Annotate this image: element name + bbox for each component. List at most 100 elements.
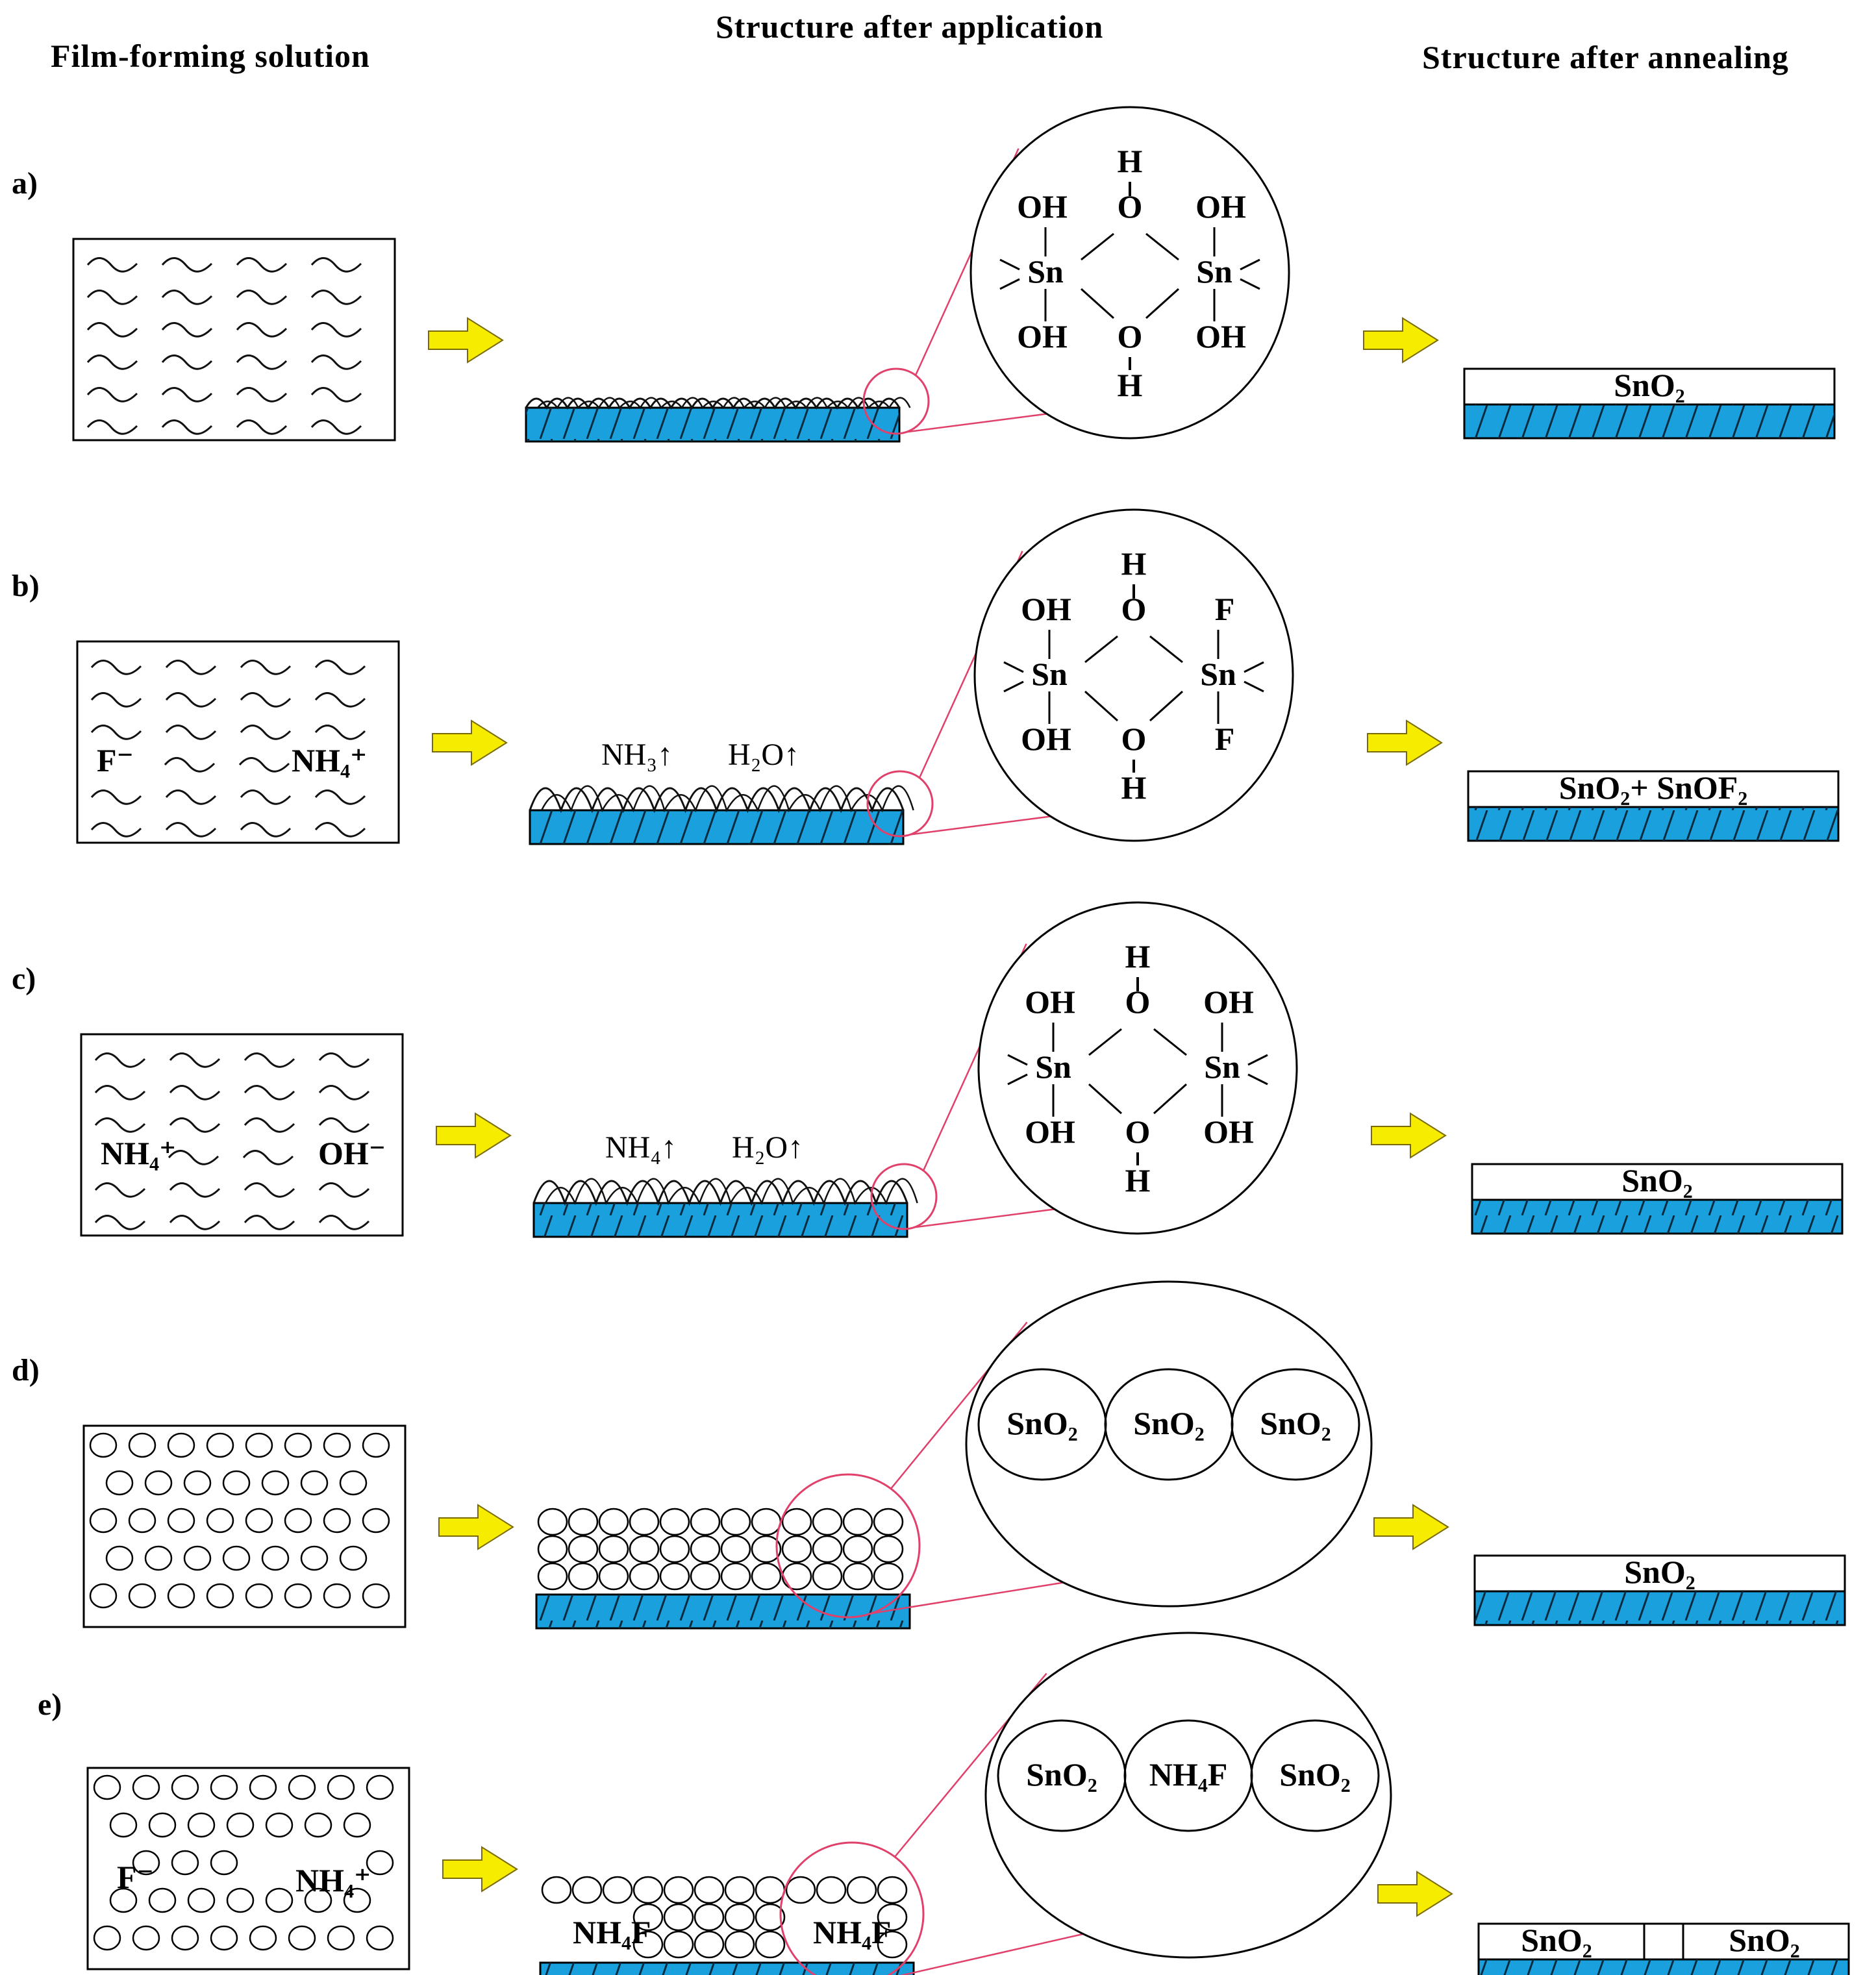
deposited-particle — [755, 1930, 786, 1959]
sol-particle — [366, 1925, 394, 1951]
zoom-ellipse — [965, 1280, 1373, 1608]
solution-ion: NH₄⁺ — [101, 1135, 176, 1171]
gas-release-label: NH₃↑ — [601, 738, 673, 772]
sol-particle — [148, 1812, 177, 1838]
atom-h: H — [1121, 769, 1147, 806]
deposited-particle — [877, 1876, 908, 1904]
sol-particle — [300, 1545, 329, 1571]
deposited-particle — [659, 1562, 690, 1591]
atom-h: H — [1121, 545, 1147, 582]
sol-particle — [210, 1925, 238, 1951]
sol-particle — [245, 1432, 273, 1458]
substituent: OH — [1021, 591, 1071, 627]
header-structure-after-annealing: Structure after annealing — [1422, 39, 1789, 75]
deposited-particle — [629, 1508, 660, 1536]
deposited-particle — [873, 1562, 904, 1591]
solution-ion: F⁻ — [117, 1859, 154, 1895]
sol-particle — [206, 1508, 234, 1534]
sol-particle — [323, 1583, 351, 1609]
wave-line — [169, 1182, 221, 1198]
zoom-ellipse — [973, 508, 1294, 842]
substituent: OH — [1195, 318, 1246, 354]
substrate-hatch — [1464, 404, 1834, 438]
sol-particle — [366, 1850, 394, 1876]
wave-line — [94, 1215, 146, 1230]
sol-particle — [300, 1470, 329, 1496]
sol-particle — [132, 1774, 160, 1800]
sol-particle — [249, 1774, 277, 1800]
deposited-particle — [724, 1876, 755, 1904]
zoom-circle — [866, 770, 934, 838]
bond — [1145, 288, 1180, 319]
wave-line — [314, 725, 366, 740]
annealed-film — [1473, 1554, 1846, 1593]
zoom-particle — [1250, 1719, 1380, 1832]
deposited-particle — [781, 1562, 812, 1591]
sol-particle — [362, 1583, 390, 1609]
deposited-particle — [537, 1562, 568, 1591]
zoom-line — [905, 412, 1051, 433]
sol-particle — [167, 1432, 195, 1458]
wave-line — [236, 354, 288, 370]
deposited-particle — [690, 1508, 721, 1536]
sol-particle — [265, 1887, 294, 1913]
bond — [1240, 258, 1260, 271]
annealed-film — [1467, 770, 1840, 808]
solution-ion: NH₄⁺ — [292, 742, 367, 778]
deposited-particle — [598, 1562, 629, 1591]
zoom-circle — [779, 1841, 925, 1975]
sol-particle — [187, 1812, 216, 1838]
deposited-particle — [537, 1535, 568, 1563]
sol-particle — [171, 1925, 199, 1951]
solution-box — [80, 1033, 404, 1237]
deposited-particle — [568, 1562, 599, 1591]
process-arrow-icon — [432, 719, 508, 766]
sol-particle — [343, 1812, 371, 1838]
sol-particle — [171, 1850, 199, 1876]
bond — [1003, 680, 1024, 693]
sol-particle — [132, 1925, 160, 1951]
wave-line — [90, 660, 142, 675]
polymer-chain — [544, 1178, 918, 1206]
wave-line — [244, 1182, 295, 1198]
sol-particle — [132, 1850, 160, 1876]
substrate-hatch — [1468, 807, 1838, 841]
substituent: OH — [1025, 1113, 1075, 1150]
sol-particle — [304, 1812, 332, 1838]
wave-line — [314, 789, 366, 805]
wave-line — [165, 822, 217, 838]
polymer-chain — [532, 1180, 908, 1206]
wave-line — [240, 789, 292, 805]
sol-particle — [339, 1470, 368, 1496]
atom-sn: Sn — [1200, 656, 1236, 692]
wave-line — [244, 1085, 295, 1100]
bond — [1244, 661, 1264, 673]
sol-particle — [327, 1925, 355, 1951]
substrate-hatch — [530, 810, 903, 844]
deposited-particle — [568, 1535, 599, 1563]
process-arrow-icon — [436, 1112, 512, 1159]
sol-particle — [93, 1774, 121, 1800]
sol-particle — [105, 1545, 134, 1571]
sol-particle — [366, 1774, 394, 1800]
bond — [1088, 1028, 1122, 1056]
wave-line — [314, 692, 366, 708]
sol-particle — [105, 1470, 134, 1496]
polymer-chain — [529, 787, 905, 814]
sol-particle — [226, 1887, 255, 1913]
deposited-particle — [568, 1508, 599, 1536]
wave-line — [165, 692, 217, 708]
sol-particle — [261, 1545, 290, 1571]
deposited-particle — [755, 1876, 786, 1904]
row-label: c) — [12, 962, 36, 996]
sol-particle — [109, 1887, 138, 1913]
bond — [1080, 288, 1115, 319]
substituent: F — [1215, 591, 1235, 627]
sol-particle — [210, 1774, 238, 1800]
sol-particle — [343, 1887, 371, 1913]
substituent: OH — [1203, 1113, 1254, 1150]
